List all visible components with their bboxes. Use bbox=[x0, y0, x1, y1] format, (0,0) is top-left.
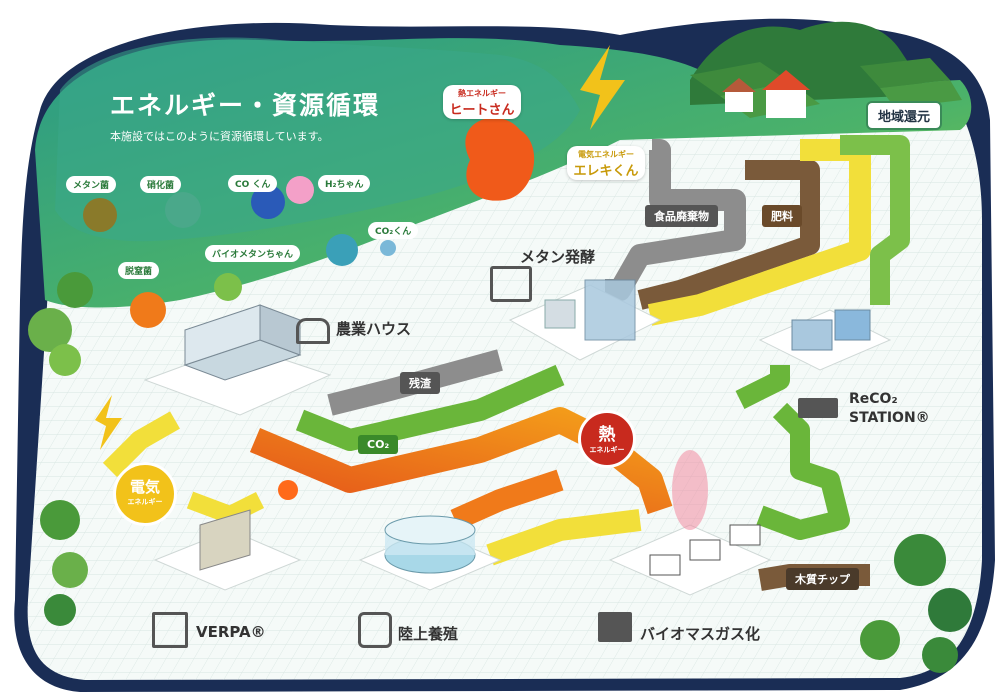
heat-bubble-big: 熱 bbox=[581, 420, 633, 445]
container-icon bbox=[798, 398, 838, 418]
tag-co2-kun: CO₂くん bbox=[368, 222, 418, 239]
wood-chip-label: 木質チップ bbox=[786, 568, 859, 590]
aquaculture-label: 陸上養殖 bbox=[398, 623, 458, 644]
tag-biomethane-chan: バイオメタンちゃん bbox=[205, 245, 300, 262]
heat-mascot-kind: 熱エネルギー bbox=[443, 88, 521, 99]
heat-mascot-name: ヒートさん bbox=[443, 99, 521, 118]
co2-label: CO₂ bbox=[358, 435, 398, 454]
electric-mascot-name: エレキくん bbox=[567, 160, 645, 179]
fish-can-icon bbox=[358, 612, 392, 648]
electric-mascot-card: 電気エネルギー エレキくん bbox=[567, 146, 645, 180]
tag-methane-bacteria: メタン菌 bbox=[66, 176, 116, 193]
methane-label: メタン発酵 bbox=[520, 246, 595, 267]
heat-mascot-card: 熱エネルギー ヒートさん bbox=[443, 85, 521, 119]
electric-bubble-small: エネルギー bbox=[116, 497, 174, 507]
greenhouse-icon bbox=[296, 318, 330, 344]
reco2-label: ReCO₂ bbox=[849, 391, 898, 407]
food-waste-label: 食品廃棄物 bbox=[645, 205, 718, 227]
electric-energy-bubble: 電気 エネルギー bbox=[113, 462, 177, 526]
gasifier-icon bbox=[598, 612, 632, 642]
tag-h2-chan: H₂ちゃん bbox=[318, 175, 370, 192]
heat-energy-bubble: 熱 エネルギー bbox=[578, 410, 636, 468]
verpa-label: VERPA® bbox=[196, 623, 266, 641]
solar-panel-icon bbox=[152, 612, 188, 648]
electric-bubble-big: 電気 bbox=[116, 476, 174, 497]
biomass-label: バイオマスガス化 bbox=[640, 623, 760, 644]
tag-denitrifying-bacteria: 脱窒菌 bbox=[118, 262, 159, 279]
fertilizer-label: 肥料 bbox=[762, 205, 802, 227]
factory-icon bbox=[490, 266, 532, 302]
electric-mascot-kind: 電気エネルギー bbox=[567, 149, 645, 160]
region-return-label: 地域還元 bbox=[866, 101, 942, 130]
tag-nitrifying-bacteria: 硝化菌 bbox=[140, 176, 181, 193]
residue-label: 残渣 bbox=[400, 372, 440, 394]
heat-bubble-small: エネルギー bbox=[581, 445, 633, 455]
fish-tank bbox=[385, 516, 475, 573]
greenhouse-label: 農業ハウス bbox=[336, 318, 411, 339]
page-subtitle: 本施設ではこのように資源循環しています。 bbox=[110, 128, 329, 144]
tag-co-kun: CO くん bbox=[228, 175, 277, 192]
reco2-label-line2: STATION® bbox=[849, 410, 930, 426]
page-title: エネルギー・資源循環 bbox=[110, 86, 380, 122]
